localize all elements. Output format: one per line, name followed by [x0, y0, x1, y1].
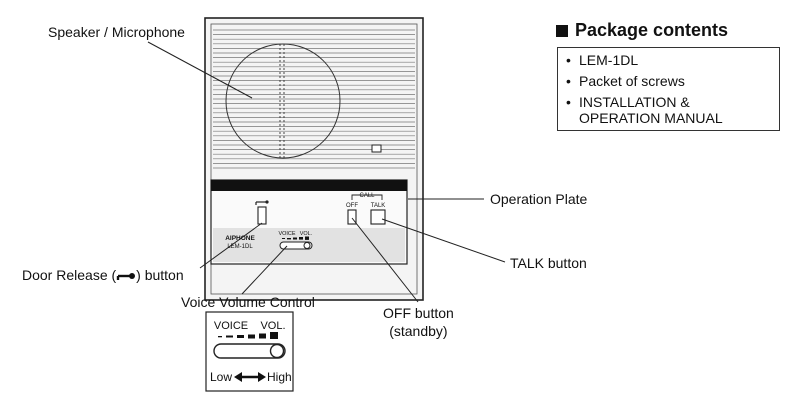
door-release-text-end: ) button	[136, 267, 184, 283]
detail-low-label: Low	[210, 370, 232, 384]
package-item: LEM-1DL	[566, 52, 773, 68]
voice-volume-callout: Voice Volume Control	[181, 294, 315, 310]
speaker-microphone-callout: Speaker / Microphone	[48, 24, 185, 40]
detail-volume-knob[interactable]	[269, 343, 285, 359]
device-voice-label: VOICE	[278, 231, 295, 237]
off-label: OFF	[346, 203, 358, 209]
off-button-callout-line1: OFF button	[383, 305, 454, 321]
talk-button-callout: TALK button	[510, 255, 587, 271]
door-release-button[interactable]	[257, 206, 267, 225]
operation-plate-callout: Operation Plate	[490, 191, 588, 207]
door-release-callout: Door Release ( ) button	[22, 267, 184, 283]
detail-high-label: High	[267, 370, 292, 384]
intercom-unit: CALL OFF TALK AIPHONE LEM-1DL VOICE VOL.	[204, 17, 424, 301]
speaker-circle	[225, 43, 341, 159]
detail-voice-label: VOICE	[214, 320, 248, 332]
package-item-line1: INSTALLATION &	[579, 94, 690, 110]
off-button[interactable]	[347, 209, 357, 225]
call-bracket	[351, 194, 383, 200]
package-item-line2: OPERATION MANUAL	[579, 110, 723, 126]
package-item: INSTALLATION & OPERATION MANUAL	[566, 94, 773, 126]
call-label: CALL	[359, 193, 375, 199]
package-contents-box: LEM-1DL Packet of screws INSTALLATION & …	[557, 47, 780, 131]
operation-plate-top-bar	[211, 180, 407, 191]
package-contents-title: Package contents	[556, 20, 728, 41]
package-contents-title-text: Package contents	[575, 20, 729, 40]
key-icon	[255, 200, 269, 205]
device-volume-knob[interactable]	[303, 242, 311, 249]
door-release-text-start: Door Release (	[22, 267, 117, 283]
door-release-leader	[199, 222, 263, 269]
voice-volume-leader	[241, 245, 288, 295]
detail-volume-slider[interactable]	[213, 343, 286, 359]
leader-lines	[147, 41, 506, 303]
device-inner-frame	[210, 23, 418, 295]
volume-detail-inset: VOICE VOL. Low High	[205, 311, 294, 392]
off-leader	[351, 217, 419, 303]
double-arrow-icon	[234, 372, 266, 382]
square-bullet-icon	[556, 24, 568, 37]
key-icon-inline	[116, 268, 136, 280]
package-item: Packet of screws	[566, 73, 773, 89]
detail-vol-label: VOL.	[260, 320, 285, 332]
speaker-leader	[147, 41, 253, 99]
microphone-hole	[371, 144, 382, 153]
off-button-callout: OFF button (standby)	[383, 304, 454, 340]
device-volume-ramp-icon	[282, 236, 309, 240]
detail-volume-ramp-icon	[218, 332, 278, 339]
talk-button[interactable]	[370, 209, 386, 225]
device-vol-label: VOL.	[300, 231, 313, 237]
talk-leader	[381, 218, 506, 263]
talk-label: TALK	[371, 203, 386, 209]
off-button-callout-line2: (standby)	[389, 323, 448, 339]
package-contents-list: LEM-1DL Packet of screws INSTALLATION & …	[566, 52, 773, 126]
model-label: LEM-1DL	[227, 244, 253, 250]
